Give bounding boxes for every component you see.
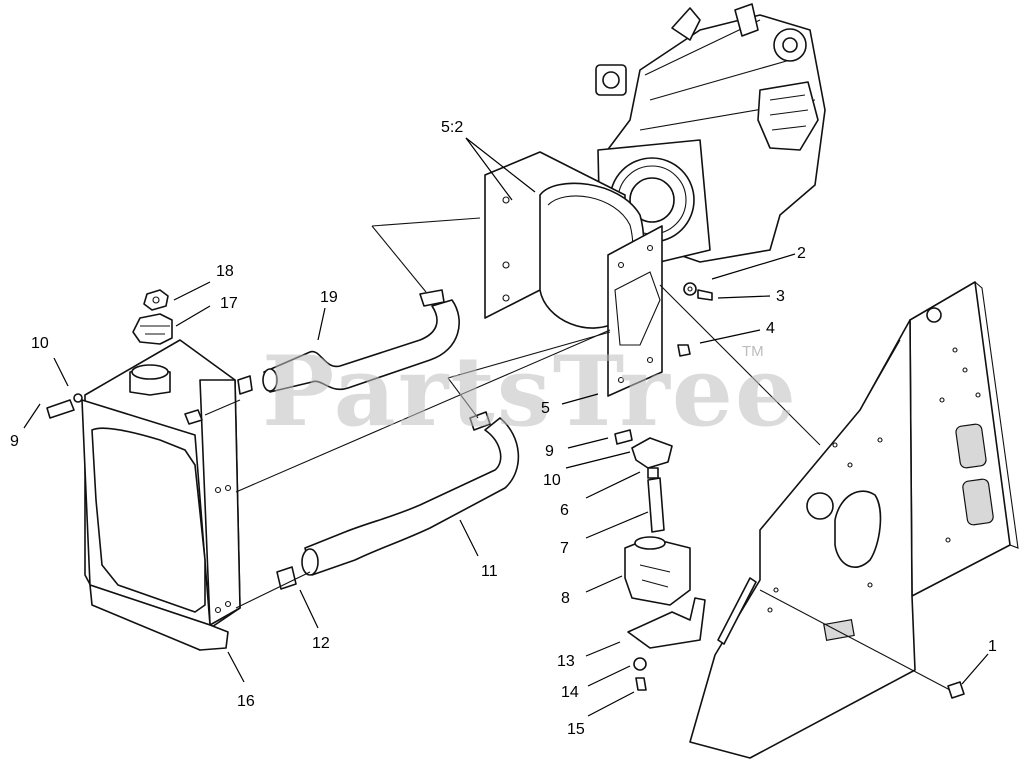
overflow-assembly xyxy=(614,429,706,691)
watermark: PartsTree xyxy=(262,335,798,448)
callout-8: 8 xyxy=(561,590,570,607)
callout-9-right: 9 xyxy=(545,443,554,460)
lower-hose xyxy=(276,411,520,590)
radiator-shroud xyxy=(484,151,663,397)
callout-9-left: 9 xyxy=(10,433,19,450)
radiator xyxy=(81,339,241,651)
callout-4: 4 xyxy=(766,320,775,337)
callout-6: 6 xyxy=(560,502,569,519)
callout-18: 18 xyxy=(216,263,234,280)
callout-5: 5 xyxy=(541,400,550,417)
callout-15: 15 xyxy=(567,721,585,738)
callout-labels: 5:2 2 3 4 5 18 17 19 10 9 9 10 6 7 8 11 … xyxy=(10,119,997,738)
callout-2: 2 xyxy=(797,245,806,262)
callout-14: 14 xyxy=(561,684,579,701)
callout-19: 19 xyxy=(320,289,338,306)
radiator-cap xyxy=(132,289,173,345)
callout-7: 7 xyxy=(560,540,569,557)
callout-1: 1 xyxy=(988,638,997,655)
watermark-trademark: TM xyxy=(742,343,764,360)
leader-lines xyxy=(23,137,989,717)
callout-16: 16 xyxy=(237,693,255,710)
callout-10-left: 10 xyxy=(31,335,49,352)
rear-panel xyxy=(689,281,1019,759)
upper-hose xyxy=(237,289,460,395)
callout-17: 17 xyxy=(220,295,238,312)
callout-5-2: 5:2 xyxy=(441,119,463,136)
callout-11: 11 xyxy=(481,563,498,580)
overflow-fittings-left xyxy=(46,393,83,419)
fastener-hardware xyxy=(677,282,713,357)
callout-12: 12 xyxy=(312,635,330,652)
callout-3: 3 xyxy=(776,288,785,305)
reference-lines xyxy=(204,217,951,691)
callout-13: 13 xyxy=(557,653,575,670)
bolt-1 xyxy=(947,681,965,699)
callout-10-right: 10 xyxy=(543,472,561,489)
